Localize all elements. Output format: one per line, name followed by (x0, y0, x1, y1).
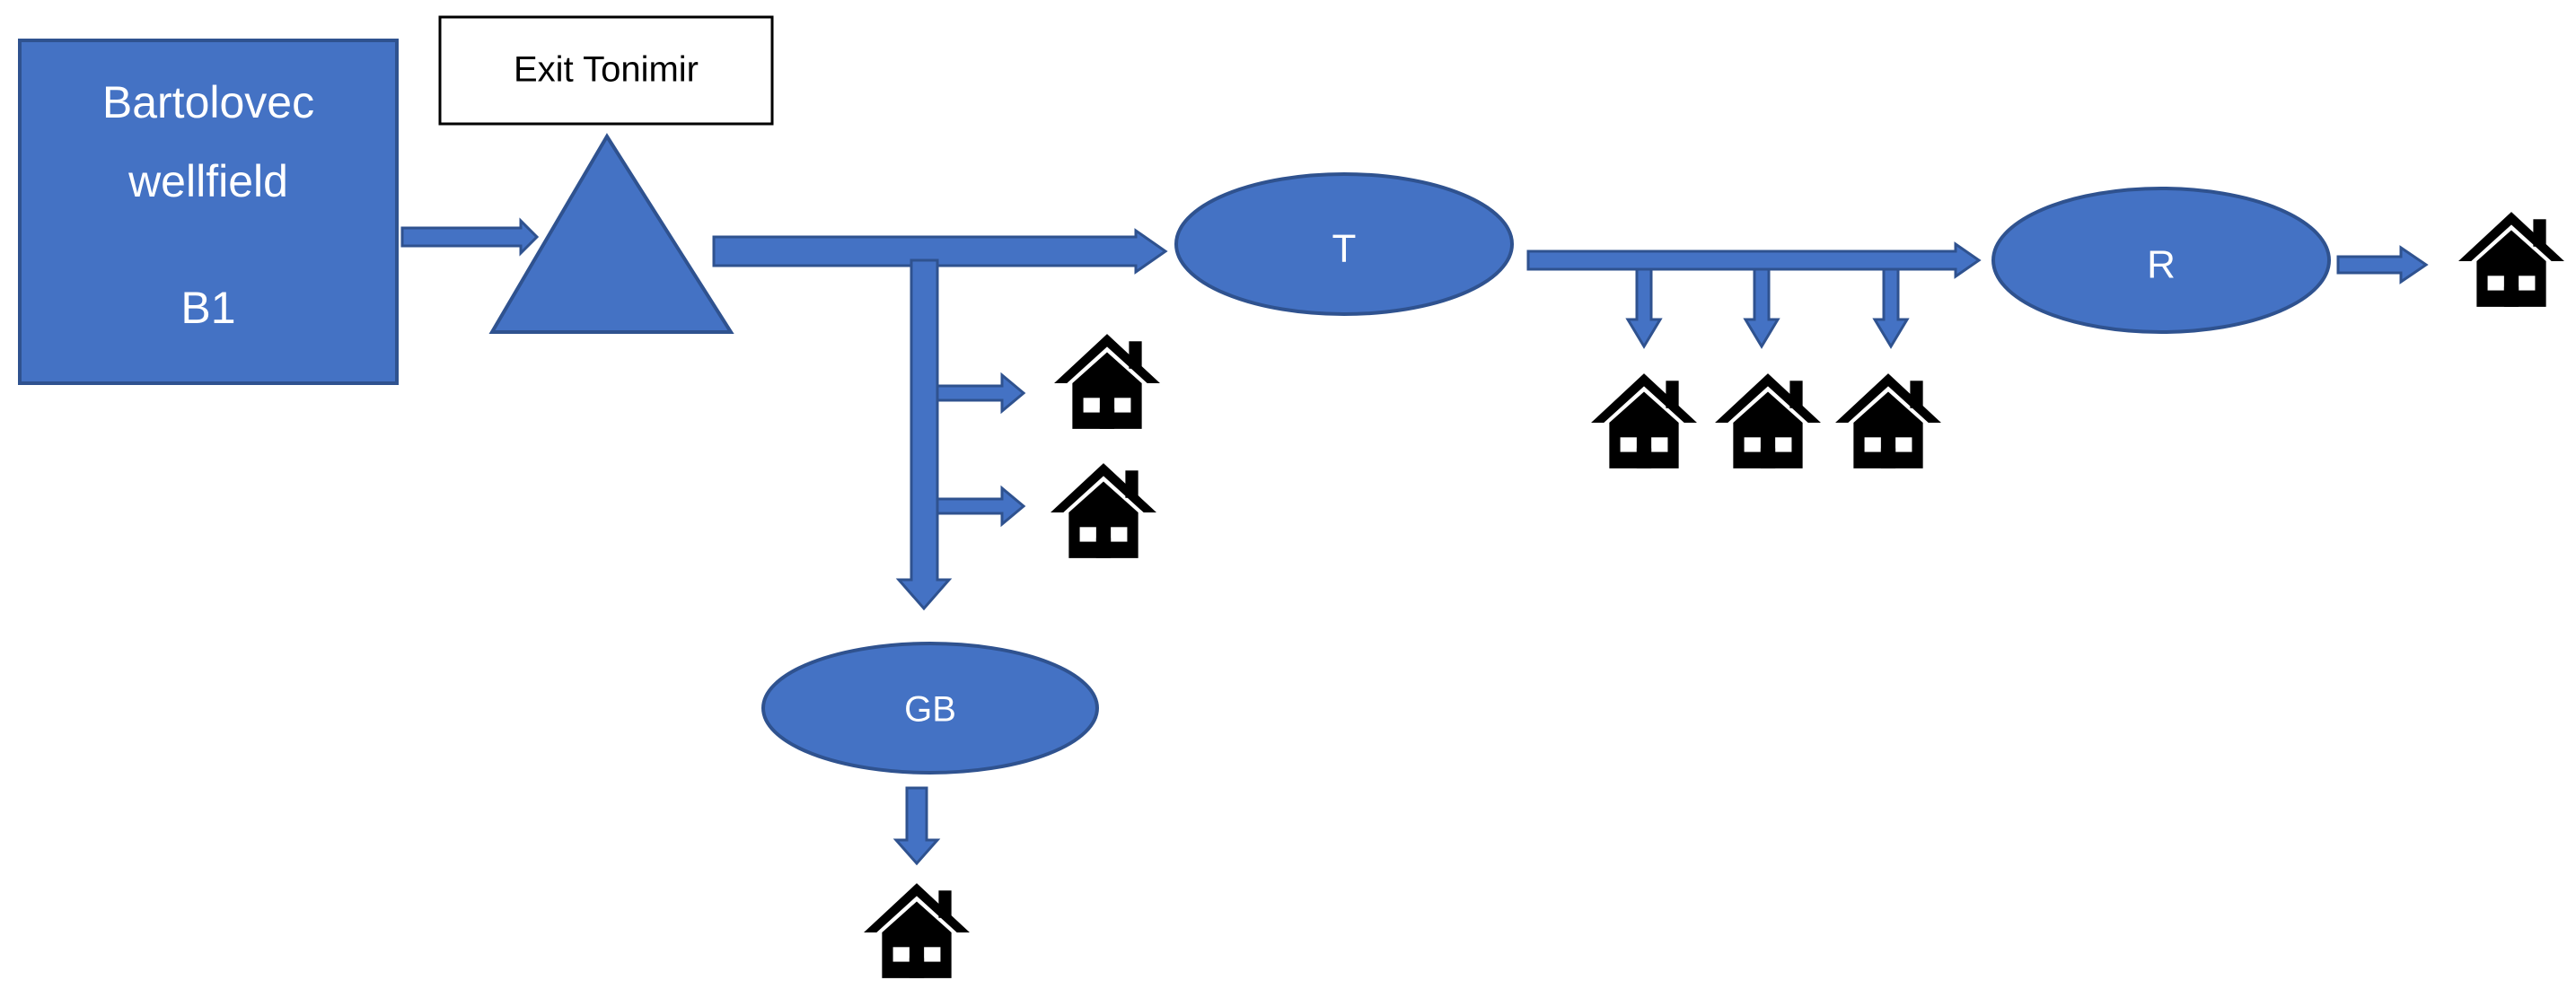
wellfield-label-line1: Bartolovec (102, 77, 314, 127)
arrow-branch-house-2 (936, 485, 1026, 528)
reservoir-r: R (1991, 187, 2331, 334)
arrow-r-to-house (2336, 245, 2429, 284)
exit-triangle (488, 133, 734, 334)
arrow-tr-house-1 (1625, 267, 1663, 349)
house-icon (1591, 373, 1697, 468)
exit-label-box: Exit Tonimir (438, 15, 774, 126)
house-icon (1051, 463, 1156, 558)
reservoir-t: T (1174, 172, 1514, 316)
arrow-branch-to-gb (895, 258, 953, 611)
house-icon (1054, 334, 1160, 429)
arrow-exit-to-t (712, 228, 1168, 275)
house-icon (1835, 373, 1941, 468)
wellfield-label-line3: B1 (180, 283, 235, 333)
house-icon (1715, 373, 1821, 468)
reservoir-t-label: T (1332, 227, 1357, 271)
wellfield-node: Bartolovec wellfield B1 (18, 39, 399, 385)
arrow-wellfield-to-exit (400, 217, 540, 257)
exit-label: Exit Tonimir (514, 50, 699, 90)
wellfield-label-line2: wellfield (127, 156, 288, 206)
reservoir-gb-label: GB (904, 690, 956, 730)
arrow-tr-house-3 (1872, 267, 1910, 349)
house-icon (864, 883, 970, 978)
arrow-gb-to-house (892, 786, 941, 866)
reservoir-r-label: R (2147, 243, 2176, 287)
arrow-tr-house-2 (1743, 267, 1780, 349)
reservoir-gb: GB (761, 642, 1099, 775)
arrow-branch-house-1 (936, 372, 1026, 415)
house-icon (2458, 212, 2564, 307)
